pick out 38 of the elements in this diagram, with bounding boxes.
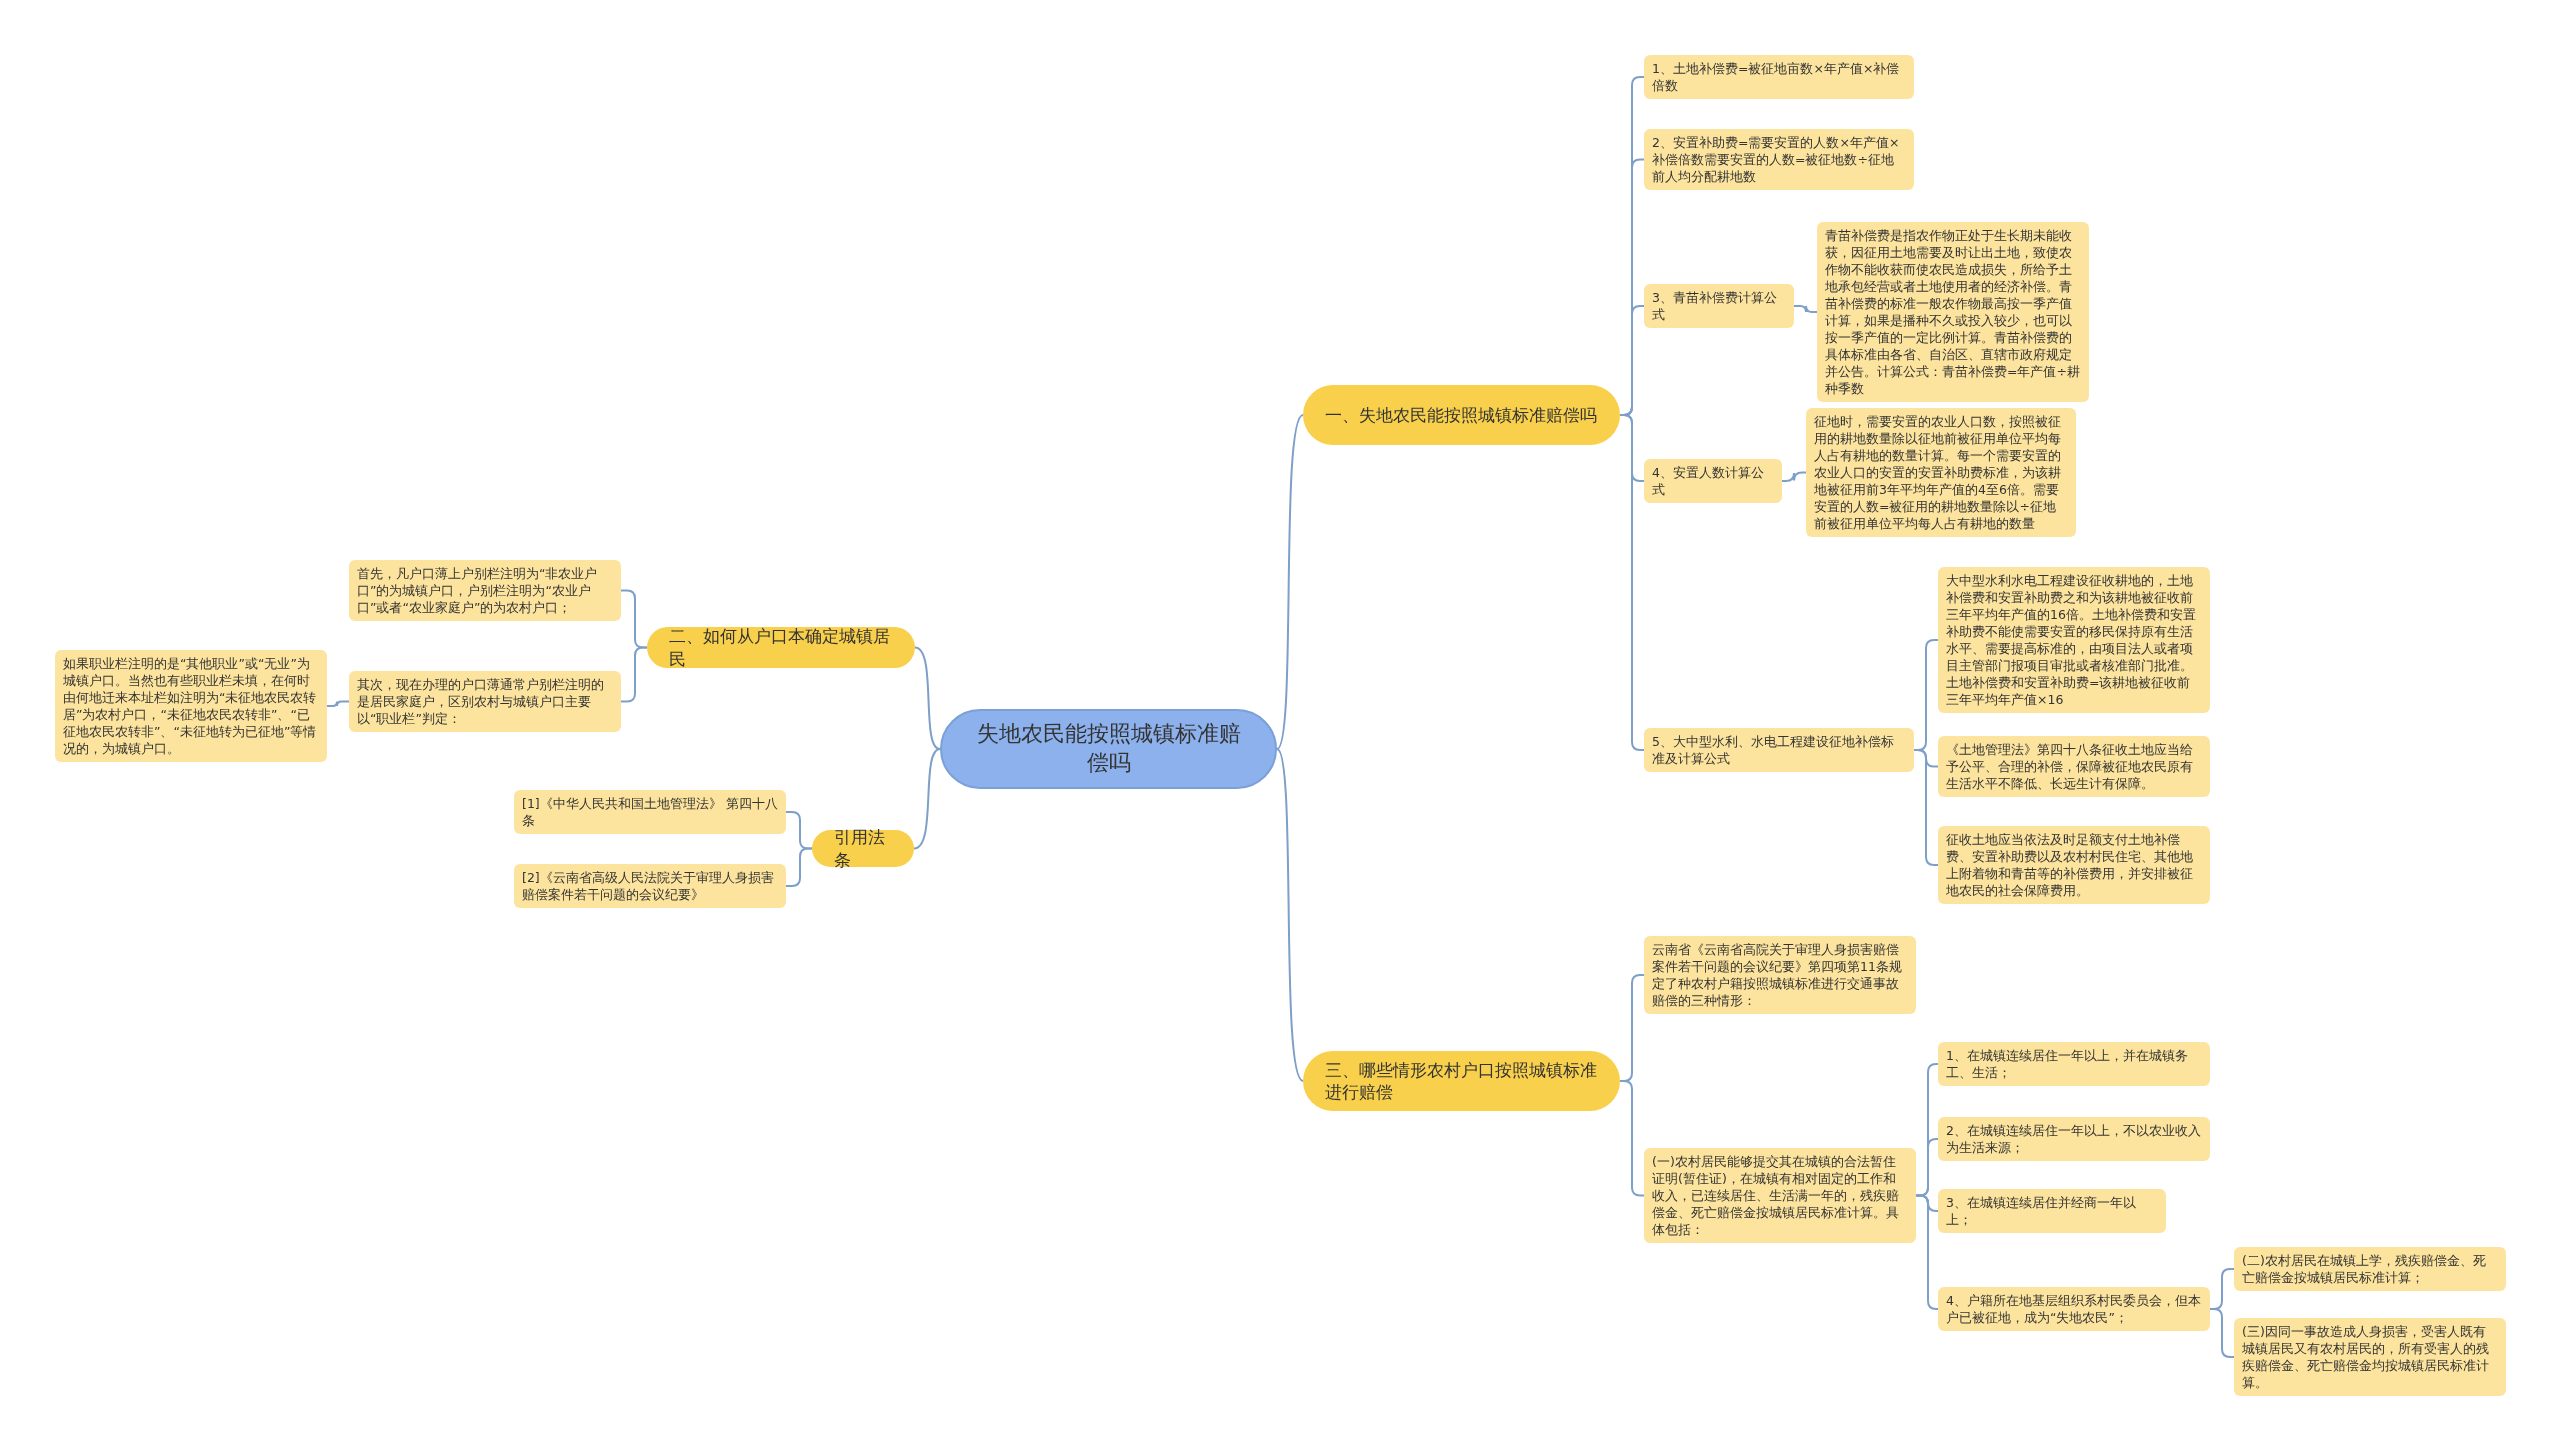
subtopic-box: [1]《中华人民共和国土地管理法》 第四十八条 <box>514 790 786 834</box>
subtopic-box: 2、安置补助费=需要安置的人数×年产值×补偿倍数需要安置的人数=被征地数÷征地前人均分配耕地数 <box>1644 129 1914 190</box>
connector-line <box>914 646 941 750</box>
subtopic-box: 1、在城镇连续居住一年以上，并在城镇务工、生活； <box>1938 1042 2210 1086</box>
subtopic-box: 其次，现在办理的户口薄通常户别栏注明的是居民家庭户，区别农村与城镇户口主要以“职业栏”判定： <box>349 671 621 732</box>
subtopic-box: (三)因同一事故造成人身损害，受害人既有城镇居民又有农村居民的，所有受害人的残疾赔偿金、死亡赔偿金均按城镇居民标准计算。 <box>2234 1318 2506 1396</box>
subtopic-box: 如果职业栏注明的是“其他职业”或“无业”为城镇户口。当然也有些职业栏未填，在何时由何地迁来本址栏如注明为“未征地农民农转居”为农村户口，“未征地农民农转非”、“已征地农民农转非”、“未征地转为已征地”等情况的，为城镇户口。 <box>55 650 327 762</box>
subtopic-box: 3、在城镇连续居住并经商一年以上； <box>1938 1189 2166 1233</box>
subtopic-box: 青苗补偿费是指农作物正处于生长期未能收获，因征用土地需要及时让出土地，致使农作物不能收获而使农民造成损失，所给予土地承包经营或者土地使用者的经济补偿。青苗补偿费的标准一般农作物最高按一季产值计算，如果是播种不久或投入较少，也可以按一季产值的一定比例计算。青苗补偿费的具体标准由各省、自治区、直辖市政府规定并公告。计算公式：青苗补偿费=年产值÷耕种季数 <box>1817 222 2089 402</box>
branch-topic: 引用法条 <box>812 830 914 867</box>
connector-line <box>785 847 813 887</box>
subtopic-box: 2、在城镇连续居住一年以上，不以农业收入为生活来源； <box>1938 1117 2210 1161</box>
subtopic-box: 4、安置人数计算公式 <box>1644 459 1782 503</box>
connector-line <box>1276 414 1304 750</box>
subtopic-box: [2]《云南省高级人民法院关于审理人身损害赔偿案件若干问题的会议纪要》 <box>514 864 786 908</box>
connector-line <box>620 646 648 703</box>
connector-line <box>326 700 350 707</box>
subtopic-box: (二)农村居民在城镇上学，残疾赔偿金、死亡赔偿金按城镇居民标准计算； <box>2234 1247 2506 1291</box>
subtopic-box: 云南省《云南省高院关于审理人身损害赔偿案件若干问题的会议纪要》第四项第11条规定了种农村户籍按照城镇标准进行交通事故赔偿的三种情形： <box>1644 936 1916 1014</box>
branch-topic: 一、失地农民能按照城镇标准赔偿吗 <box>1303 385 1620 445</box>
subtopic-box: 4、户籍所在地基层组织系村民委员会，但本户已被征地，成为“失地农民”； <box>1938 1287 2210 1331</box>
subtopic-box: 征收土地应当依法及时足额支付土地补偿费、安置补助费以及农村村民住宅、其他地上附着物和青苗等的补偿费用，并安排被征地农民的社会保障费用。 <box>1938 826 2210 904</box>
subtopic-box: 首先，凡户口薄上户别栏注明为“非农业户口”的为城镇户口，户别栏注明为“农业户口”或者“农业家庭户”的为农村户口； <box>349 560 621 621</box>
subtopic-box: 大中型水利水电工程建设征收耕地的，土地补偿费和安置补助费之和为该耕地被征收前三年平均年产值的16倍。土地补偿费和安置补助费不能使需要安置的移民保持原有生活水平、需要提高标准的，由项目法人或者项目主管部门报项目审批或者核准部门批准。土地补偿费和安置补助费=该耕地被征收前三年平均年产值×16 <box>1938 567 2210 713</box>
connector-line <box>1781 471 1807 482</box>
subtopic-box: 3、青苗补偿费计算公式 <box>1644 284 1794 328</box>
subtopic-box: 5、大中型水利、水电工程建设征地补偿标准及计算公式 <box>1644 728 1914 772</box>
subtopic-box: 《土地管理法》第四十八条征收土地应当给予公平、合理的补偿，保障被征地农民原有生活水平不降低、长远生计有保障。 <box>1938 736 2210 797</box>
subtopic-box: 1、土地补偿费=被征地亩数×年产值×补偿倍数 <box>1644 55 1914 99</box>
subtopic-box: (一)农村居民能够提交其在城镇的合法暂住证明(暂住证)，在城镇有相对固定的工作和收入，已连续居住、生活满一年的，残疾赔偿金、死亡赔偿金按城镇居民标准计算。具体包括： <box>1644 1148 1916 1243</box>
subtopic-box: 征地时，需要安置的农业人口数，按照被征用的耕地数量除以征地前被征用单位平均每人占有耕地的数量计算。每一个需要安置的农业人口的安置的安置补助费标准，为该耕地被征用前3年平均年产值的4至6倍。需要安置的人数=被征用的耕地数量除以÷征地前被征用单位平均每人占有耕地的数量 <box>1806 408 2076 537</box>
central-topic: 失地农民能按照城镇标准赔偿吗 <box>940 709 1277 789</box>
connector-line <box>1793 305 1818 313</box>
branch-topic: 二、如何从户口本确定城镇居民 <box>647 627 915 668</box>
connector-line <box>913 748 941 850</box>
branch-topic: 三、哪些情形农村户口按照城镇标准进行赔偿 <box>1303 1051 1620 1111</box>
connector-line <box>1915 1194 1939 1310</box>
connector-line <box>1276 748 1304 1082</box>
